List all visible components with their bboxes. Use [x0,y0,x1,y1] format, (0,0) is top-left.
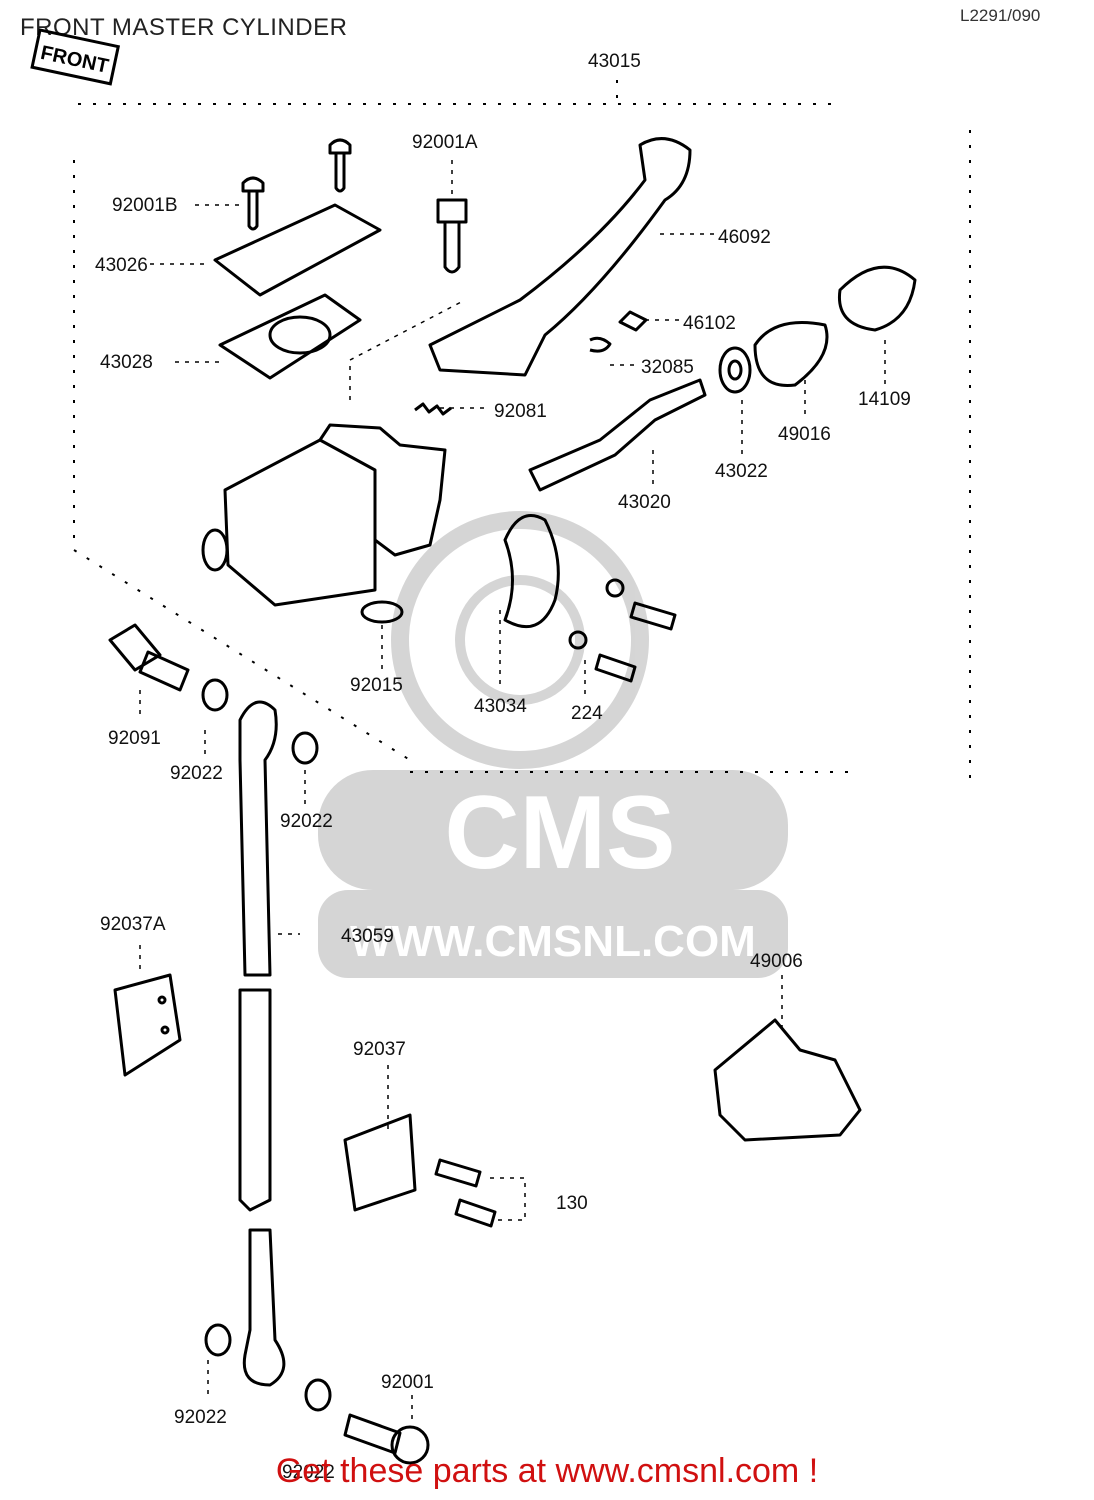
part-label-92081: 92081 [494,401,547,422]
front-label: FRONT [39,42,111,78]
holder-shape [713,1018,862,1142]
part-label-43020: 43020 [618,492,671,513]
grommet-shape [360,600,404,624]
part-label-92001b: 92001B [112,195,178,216]
part-label-43059: 43059 [341,926,394,947]
piston-shape [528,378,707,492]
master-cylinder-shape [223,438,377,607]
part-label-92022a: 92022 [170,763,223,784]
part-label-49016: 49016 [778,424,831,445]
dust-boot-shape [753,321,829,387]
part-label-130: 130 [556,1193,588,1214]
part-label-92037: 92037 [353,1039,406,1060]
spring-small-shape [414,402,452,416]
screw-shape [328,138,352,193]
bracket-shape [113,973,182,1077]
reservoir-cap-shape [213,203,382,297]
watermark-brand: CMS [444,775,675,891]
part-label-92001a: 92001A [412,132,478,153]
part-shapes [108,137,917,1465]
part-label-32085: 32085 [641,357,694,378]
diaphragm-shape [218,293,362,380]
hose-clamp-shape [343,1113,417,1212]
leader-lines [139,160,886,1425]
lever-shape [428,137,692,377]
part-label-46092: 46092 [718,227,771,248]
part-label-224: 224 [571,703,603,724]
part-label-43015: 43015 [588,51,641,72]
part-label-49006: 49006 [750,951,803,972]
part-label-43026: 43026 [95,255,148,276]
part-label-92022c: 92022 [174,1407,227,1428]
bolt-small-shape [629,601,677,631]
watermark-url: WWW.CMSNL.COM [350,917,756,966]
banjo-bolt-shape [108,623,190,692]
screw-shape [241,176,265,231]
pin-shape [618,310,648,332]
part-label-92015: 92015 [350,675,403,696]
drawing-code: L2291/090 [960,6,1041,25]
cover-shape [837,265,917,332]
part-label-92022b: 92022 [280,811,333,832]
assembly-frame [73,80,971,780]
brake-hose-shape [238,700,278,977]
part-labels: 43015 92001A 92001B 46092 43026 46102 43… [95,51,911,1483]
part-label-14109: 14109 [858,389,911,410]
part-label-43028: 43028 [100,352,153,373]
part-label-43034: 43034 [474,696,527,717]
part-label-92037a: 92037A [100,914,166,935]
footer-link-text[interactable]: Get these parts at www.cmsnl.com ! [275,1452,819,1490]
washer-shape [718,346,752,394]
part-label-92022d: 92022 [282,1462,335,1483]
part-label-92001: 92001 [381,1372,434,1393]
bolt-shape [436,198,468,274]
spring-shape [589,336,612,353]
part-label-92091: 92091 [108,728,161,749]
cms-watermark: CMS WWW.CMSNL.COM [318,511,788,978]
front-marker: FRONT [30,28,121,86]
part-label-43022: 43022 [715,461,768,482]
clamp-shape [503,514,560,629]
part-label-46102: 46102 [683,313,736,334]
